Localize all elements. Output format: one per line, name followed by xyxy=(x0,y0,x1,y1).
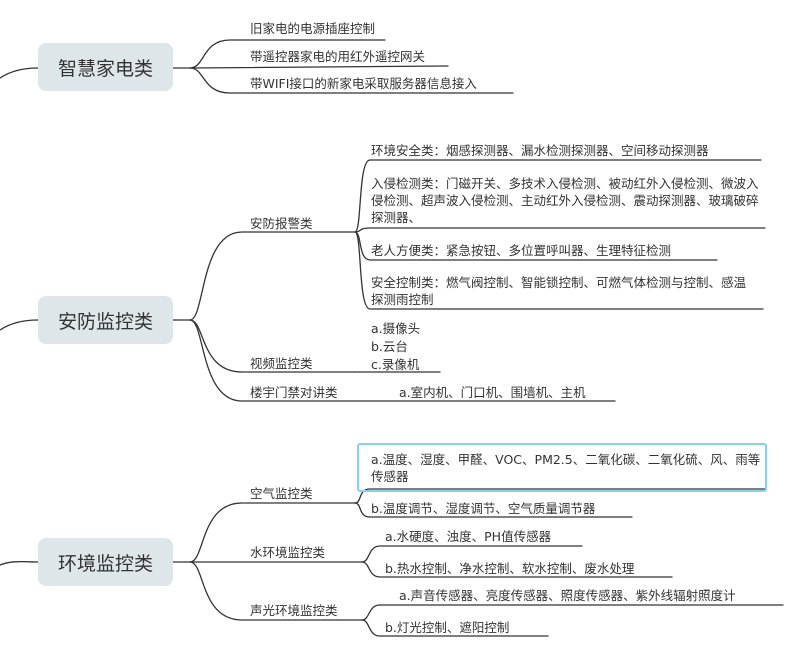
link-light-1 xyxy=(361,604,784,621)
video-item[interactable]: c.录像机 xyxy=(371,357,420,372)
subtopic-air[interactable]: 空气监控类 xyxy=(250,486,313,501)
link-air-2 xyxy=(354,502,633,518)
intercom-item[interactable]: a.室内机、门口机、围墙机、主机 xyxy=(399,385,586,400)
link-env-air xyxy=(172,502,356,563)
subtopic-intercom[interactable]: 楼宇门禁对讲类 xyxy=(250,385,338,400)
link-root-security xyxy=(0,319,39,331)
subtopic-alarm[interactable]: 安防报警类 xyxy=(250,216,313,231)
link-sec-intercom xyxy=(189,319,616,402)
topic-security[interactable]: 安防监控类 xyxy=(38,296,173,344)
link-light-2 xyxy=(361,619,549,637)
selected-node-outline xyxy=(357,443,767,492)
link-env-light xyxy=(189,561,363,621)
video-item[interactable]: a.摄像头 xyxy=(371,321,421,336)
alarm-item[interactable]: 环境安全类：烟感探测器、漏水检测探测器、空间移动探测器 xyxy=(371,143,709,158)
smart-home-item[interactable]: 旧家电的电源插座控制 xyxy=(250,21,376,36)
water-item[interactable]: b.热水控制、净水控制、软水控制、废水处理 xyxy=(385,561,635,576)
link-water-1 xyxy=(361,545,583,563)
smart-home-item[interactable]: 带遥控器家电的用红外遥控网关 xyxy=(250,49,426,64)
water-item[interactable]: a.水硬度、浊度、PH值传感器 xyxy=(385,529,552,544)
link-alarm-1 xyxy=(354,159,762,233)
subtopic-video[interactable]: 视频监控类 xyxy=(250,356,313,371)
video-item[interactable]: b.云台 xyxy=(371,339,408,354)
link-root-environment xyxy=(0,560,39,566)
link-sec-alarm xyxy=(172,231,356,321)
link-root-smart-home xyxy=(0,67,39,79)
topic-environment[interactable]: 环境监控类 xyxy=(38,538,173,586)
alarm-item[interactable]: 安全控制类：燃气阀控制、智能锁控制、可燃气体检测与控制、感温探测雨控制 xyxy=(371,275,747,307)
smart-home-item[interactable]: 带WIFI接口的新家电采取服务器信息接入 xyxy=(250,76,477,91)
subtopic-water[interactable]: 水环境监控类 xyxy=(250,545,326,560)
alarm-item[interactable]: 老人方便类：紧急按钮、多位置呼叫器、生理特征检测 xyxy=(371,243,672,258)
link-air-1 xyxy=(354,488,766,504)
air-item[interactable]: a.温度、湿度、甲醛、VOC、PM2.5、二氧化碳、二氧化硫、风、雨等传感器 xyxy=(371,452,761,484)
link-alarm-2 xyxy=(354,227,766,233)
subtopic-light[interactable]: 声光环境监控类 xyxy=(250,603,338,618)
link-smart-3 xyxy=(189,67,514,94)
link-smart-2 xyxy=(189,65,449,69)
light-item[interactable]: a.声音传感器、亮度传感器、照度传感器、紫外线辐射照度计 xyxy=(399,588,736,603)
air-item[interactable]: b.温度调节、湿度调节、空气质量调节器 xyxy=(371,501,596,516)
link-alarm-4 xyxy=(354,231,764,310)
topic-smart-home[interactable]: 智慧家电类 xyxy=(38,43,173,91)
link-water-2 xyxy=(361,561,673,578)
alarm-item[interactable]: 入侵检测类：门磁开关、多技术入侵检测、被动红外入侵检测、微波入侵检测、超声波入侵… xyxy=(371,176,759,225)
light-item[interactable]: b.灯光控制、遮阳控制 xyxy=(385,620,510,635)
